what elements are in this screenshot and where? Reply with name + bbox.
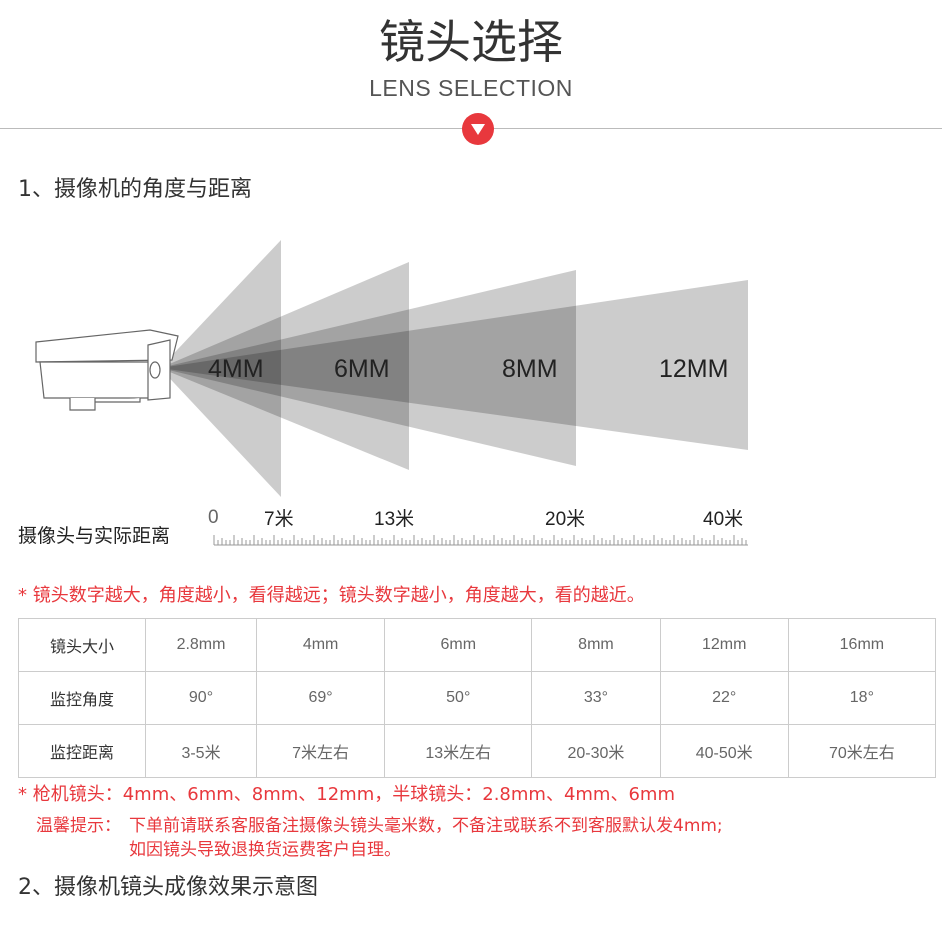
ruler-tick-40: 40米 <box>703 509 744 530</box>
ruler-tick-20: 20米 <box>545 509 586 530</box>
lens-label-12mm: 12MM <box>659 355 729 383</box>
cone-12mm <box>160 280 748 450</box>
camera-icon <box>35 329 179 411</box>
cone-4mm <box>160 240 281 497</box>
table-cell: 33° <box>531 671 661 725</box>
tip-block: 温馨提示： 下单前请联系客服备注摄像头镜头毫米数，不备注或联系不到客服默认发4m… <box>36 814 723 862</box>
lens-label-6mm: 6MM <box>334 355 390 383</box>
cone-6mm <box>160 262 409 470</box>
table-cell: 3-5米 <box>144 724 258 778</box>
table-cell: 69° <box>256 671 386 725</box>
table-cell: 20-30米 <box>531 724 661 778</box>
note-lens-types: * 枪机镜头：4mm、6mm、8mm、12mm，半球镜头：2.8mm、4mm、6… <box>18 784 675 805</box>
table-cell: 8mm <box>531 618 661 672</box>
ruler <box>213 535 748 546</box>
table-cell: 16mm <box>787 618 937 672</box>
table-cell: 90° <box>144 671 258 725</box>
section-title: 2、摄像机镜头成像效果示意图 <box>18 875 318 900</box>
lens-label-8mm: 8MM <box>502 355 558 383</box>
table-cell: 4mm <box>256 618 386 672</box>
table-cell: 13米左右 <box>384 724 533 778</box>
row-header: 镜头大小 <box>18 618 146 672</box>
ruler-label: 摄像头与实际距离 <box>18 525 171 547</box>
ruler-tick-7: 7米 <box>264 509 294 530</box>
table-cell: 18° <box>787 671 937 725</box>
table-cell: 7米左右 <box>256 724 386 778</box>
tip-lines: 下单前请联系客服备注摄像头镜头毫米数，不备注或联系不到客服默认发4mm; 如因镜… <box>129 814 723 862</box>
row-header: 监控距离 <box>18 724 146 778</box>
table-cell: 12mm <box>659 618 789 672</box>
ruler-tick-13: 13米 <box>374 509 415 530</box>
table-cell: 50° <box>384 671 533 725</box>
table-cell: 40-50米 <box>659 724 789 778</box>
chevron-down-icon <box>462 113 494 145</box>
table-cell: 6mm <box>384 618 533 672</box>
row-header: 监控角度 <box>18 671 146 725</box>
tip-label: 温馨提示： <box>36 816 121 836</box>
cone-8mm <box>160 270 576 466</box>
tip-line-1: 下单前请联系客服备注摄像头镜头毫米数，不备注或联系不到客服默认发4mm; <box>129 816 723 836</box>
page-subtitle: LENS SELECTION <box>369 75 573 101</box>
section-title: 1、摄像机的角度与距离 <box>18 177 252 202</box>
table-cell: 2.8mm <box>144 618 258 672</box>
table-cell: 70米左右 <box>787 724 937 778</box>
tip-line-2: 如因镜头导致退换货运费客户自理。 <box>129 840 401 860</box>
lens-label-4mm: 4MM <box>208 355 264 383</box>
lens-diagram <box>35 240 748 546</box>
ruler-tick-0: 0 <box>208 507 219 528</box>
page-title: 镜头选择 <box>379 15 563 69</box>
table-cell: 22° <box>659 671 789 725</box>
note-lens-rule: * 镜头数字越大，角度越小，看得越远；镜头数字越小，角度越大，看的越近。 <box>18 585 645 606</box>
